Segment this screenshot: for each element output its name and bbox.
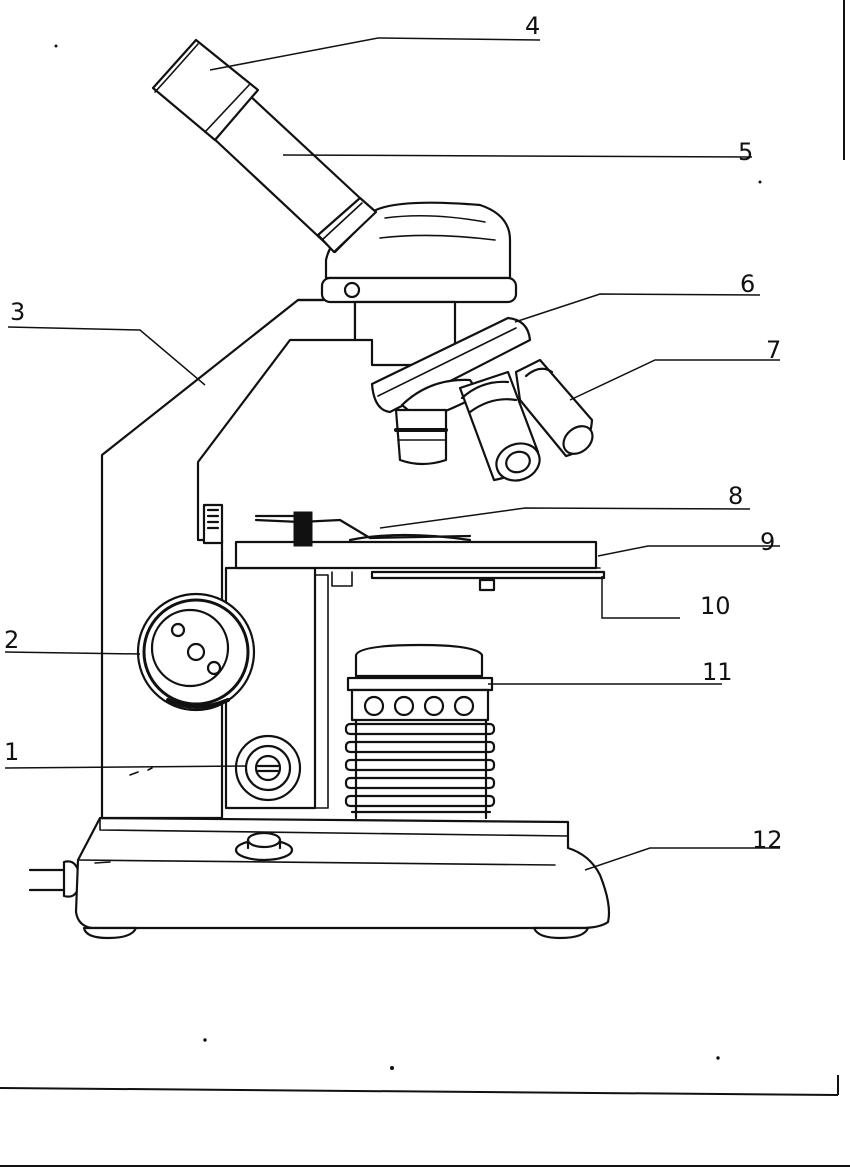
label-4: 4 [525, 12, 540, 40]
scan-specks [54, 44, 762, 1070]
label-3: 3 [10, 298, 25, 326]
leader-lines [4, 37, 780, 871]
part-labels: 1 2 3 4 5 6 7 8 9 10 11 12 [4, 12, 783, 854]
label-6: 6 [740, 270, 755, 298]
label-7: 7 [766, 336, 781, 364]
leader-9 [597, 545, 780, 557]
leader-6 [514, 293, 761, 323]
leader-1 [4, 765, 247, 769]
label-9: 9 [760, 528, 775, 556]
leader-5 [282, 154, 753, 158]
leader-4 [209, 37, 541, 71]
objective-lenses [394, 358, 594, 482]
leader-7 [569, 359, 780, 401]
leader-12 [584, 847, 780, 871]
fine-focus-knob [234, 734, 302, 802]
leader-3 [7, 326, 206, 386]
label-8: 8 [728, 482, 743, 510]
leader-8 [379, 507, 751, 529]
illuminator [344, 643, 496, 820]
head [320, 201, 518, 367]
eyepiece [151, 38, 260, 142]
label-12: 12 [752, 826, 783, 854]
leader-10 [601, 576, 680, 619]
label-2: 2 [4, 626, 19, 654]
base [28, 816, 611, 940]
stage [202, 503, 606, 592]
label-11: 11 [702, 658, 733, 686]
label-10: 10 [700, 592, 731, 620]
coarse-focus-knob [136, 592, 256, 712]
label-1: 1 [4, 738, 19, 766]
label-5: 5 [738, 138, 753, 166]
leader-2 [4, 651, 141, 655]
